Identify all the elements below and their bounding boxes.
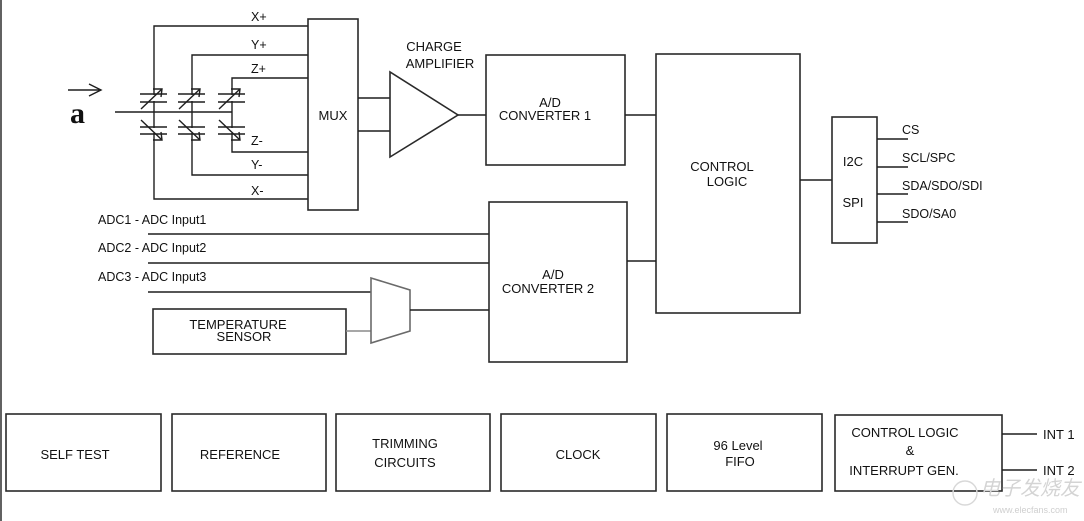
adc-input-1-label: ADC1 - ADC Input1 (98, 213, 206, 227)
temperature-sensor-block: TEMPERATURE SENSOR (152, 308, 347, 355)
bottom-block-self-test: SELF TEST (5, 413, 162, 492)
vector-arrow-icon (68, 83, 103, 97)
adc1-block: A/D CONVERTER 1 (485, 54, 626, 166)
adc2-block: A/D CONVERTER 2 (488, 201, 628, 363)
adc2-label-1: A/D (542, 267, 564, 282)
trimming-label-2: CIRCUITS (374, 455, 436, 470)
mux-label: MUX (319, 108, 348, 123)
label-x-plus: X+ (251, 10, 267, 24)
temp-sensor-label-1: TEMPERATURE (189, 317, 287, 332)
bottom-block-reference: REFERENCE (171, 413, 327, 492)
amplifier-triangle-icon (389, 70, 460, 159)
acceleration-input: a (68, 83, 232, 130)
adc-input-2-label: ADC2 - ADC Input2 (98, 241, 206, 255)
label-y-plus: Y+ (251, 38, 267, 52)
x-axis-wire (153, 25, 308, 200)
clock-label: CLOCK (556, 447, 601, 462)
variable-capacitor-icon (178, 88, 205, 141)
adc-input-3-label: ADC3 - ADC Input3 (98, 270, 206, 284)
self-test-label: SELF TEST (40, 447, 109, 462)
spi-label: SPI (843, 195, 864, 210)
charge-amplifier: CHARGE AMPLIFIER (389, 39, 475, 159)
charge-amp-label-1: CHARGE (406, 39, 462, 54)
interrupt-label-2: & (906, 443, 915, 458)
label-y-minus: Y- (251, 158, 262, 172)
variable-capacitor-icon (218, 88, 245, 141)
control-logic-label-1: CONTROL (690, 159, 754, 174)
fifo-label-1: 96 Level (713, 438, 762, 453)
watermark-logo-icon (952, 480, 978, 506)
label-z-plus: Z+ (251, 62, 266, 76)
z-axis-wire (231, 77, 308, 153)
bottom-block-interrupt: CONTROL LOGIC & INTERRUPT GEN. (834, 414, 1003, 492)
bottom-block-clock: CLOCK (500, 413, 657, 492)
charge-amp-label-2: AMPLIFIER (406, 56, 475, 71)
pin-scl-spc: SCL/SPC (902, 151, 956, 165)
sense-wires (140, 25, 308, 200)
adc2-label-2: CONVERTER 2 (502, 281, 594, 296)
watermark: 电子发烧友 www.elecfans.com (952, 476, 1083, 515)
y-axis-wire (191, 54, 308, 176)
watermark-url: www.elecfans.com (992, 505, 1068, 515)
variable-capacitor-icon (140, 88, 167, 141)
mux-block: MUX (307, 18, 359, 211)
watermark-text: 电子发烧友 (980, 476, 1083, 500)
i2c-label: I2C (843, 154, 863, 169)
fifo-label-2: FIFO (725, 454, 755, 469)
interface-pins: CS SCL/SPC SDA/SDO/SDI SDO/SA0 (877, 123, 983, 223)
bottom-block-trimming: TRIMMING CIRCUITS (335, 413, 491, 492)
sense-capacitors (140, 88, 245, 141)
pin-sda-sdo-sdi: SDA/SDO/SDI (902, 179, 983, 193)
int2-label: INT 2 (1043, 463, 1075, 478)
int1-label: INT 1 (1043, 427, 1075, 442)
interrupt-pins: INT 1 INT 2 (1002, 427, 1075, 478)
analog-mux-icon (370, 276, 411, 345)
control-logic-label-2: LOGIC (707, 174, 747, 189)
trimming-label-1: TRIMMING (372, 436, 438, 451)
acceleration-symbol: a (70, 97, 85, 130)
bottom-block-fifo: 96 Level FIFO (666, 413, 823, 492)
label-z-minus: Z- (251, 134, 263, 148)
interrupt-label-1: CONTROL LOGIC (851, 425, 958, 440)
interrupt-label-3: INTERRUPT GEN. (849, 463, 959, 478)
pin-cs: CS (902, 123, 919, 137)
label-x-minus: X- (251, 184, 264, 198)
adc1-label-1: A/D (539, 95, 561, 110)
control-logic-block: CONTROL LOGIC (655, 53, 801, 314)
interface-block: I2C SPI (831, 116, 878, 244)
temp-sensor-label-2: SENSOR (217, 329, 272, 344)
adc1-label-2: CONVERTER 1 (499, 108, 591, 123)
pin-sdo-sa0: SDO/SA0 (902, 207, 956, 221)
reference-label: REFERENCE (200, 447, 281, 462)
adc-inputs: ADC1 - ADC Input1 ADC2 - ADC Input2 ADC3… (98, 213, 489, 293)
